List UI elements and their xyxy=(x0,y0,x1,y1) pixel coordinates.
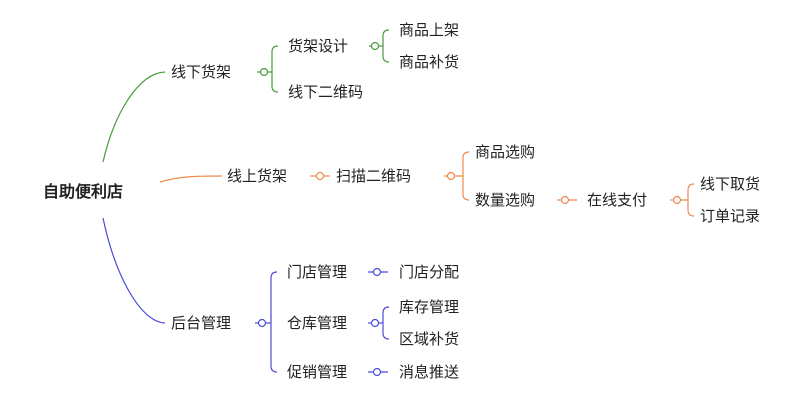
root-node[interactable]: 自助便利店 xyxy=(43,182,124,201)
node-store-allocation[interactable]: 门店分配 xyxy=(399,263,460,281)
collapse-dot-scan-qr[interactable] xyxy=(446,171,456,181)
node-promotion-management[interactable]: 促销管理 xyxy=(287,363,348,381)
node-regional-restock[interactable]: 区域补货 xyxy=(399,330,460,348)
node-product-restock[interactable]: 商品补货 xyxy=(399,53,460,71)
node-product-listing[interactable]: 商品上架 xyxy=(399,21,460,39)
bracket-shelf-design xyxy=(382,29,390,63)
bracket-backend xyxy=(270,271,278,373)
collapse-dot-warehouse[interactable] xyxy=(370,318,380,328)
collapse-dot-quantity[interactable] xyxy=(560,195,570,205)
node-inventory-management[interactable]: 库存管理 xyxy=(399,298,460,316)
node-offline-shelf[interactable]: 线下货架 xyxy=(171,63,232,81)
link-root-online xyxy=(159,175,223,183)
collapse-dot-backend[interactable] xyxy=(257,318,267,328)
collapse-dot-shelf-design[interactable] xyxy=(370,41,380,51)
bracket-warehouse xyxy=(382,306,390,340)
node-offline-pickup[interactable]: 线下取货 xyxy=(700,175,761,193)
node-store-management[interactable]: 门店管理 xyxy=(287,263,348,281)
link-root-backend xyxy=(102,217,166,324)
link-root-offline xyxy=(102,71,166,163)
node-order-records[interactable]: 订单记录 xyxy=(700,207,761,225)
node-backend-management[interactable]: 后台管理 xyxy=(171,314,232,332)
collapse-dot-online[interactable] xyxy=(315,171,325,181)
node-message-push[interactable]: 消息推送 xyxy=(399,363,460,381)
collapse-dot-promo[interactable] xyxy=(372,367,382,377)
collapse-dot-payment[interactable] xyxy=(672,195,682,205)
node-quantity-select[interactable]: 数量选购 xyxy=(475,191,536,209)
node-warehouse-management[interactable]: 仓库管理 xyxy=(287,314,348,332)
bracket-offline xyxy=(271,45,279,93)
bracket-payment xyxy=(687,183,695,217)
node-product-select[interactable]: 商品选购 xyxy=(475,143,536,161)
node-shelf-design[interactable]: 货架设计 xyxy=(288,37,349,55)
collapse-dot-store[interactable] xyxy=(372,267,382,277)
node-online-payment[interactable]: 在线支付 xyxy=(587,191,648,209)
collapse-dot-offline[interactable] xyxy=(259,67,269,77)
node-offline-qrcode[interactable]: 线下二维码 xyxy=(288,83,364,101)
bracket-scan-qr xyxy=(462,151,470,201)
node-online-shelf[interactable]: 线上货架 xyxy=(227,167,288,185)
node-scan-qrcode[interactable]: 扫描二维码 xyxy=(336,167,412,185)
